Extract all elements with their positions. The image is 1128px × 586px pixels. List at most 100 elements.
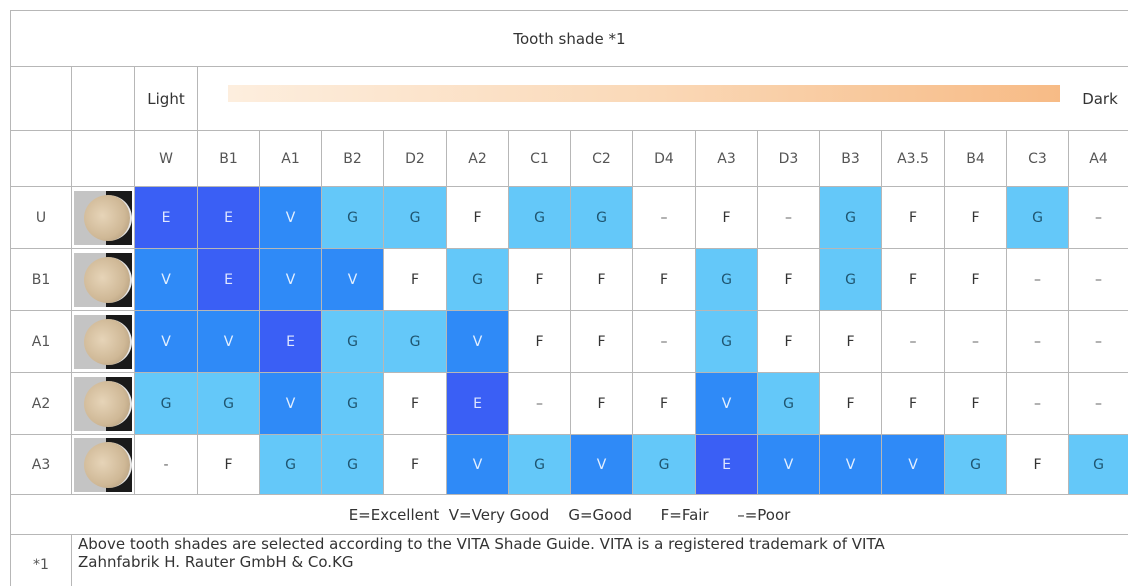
row-shade-label: A2	[11, 373, 72, 434]
rating-cell: –	[1069, 311, 1128, 372]
shade-column-header: A2	[447, 131, 509, 186]
corner-cell	[11, 131, 72, 186]
tooth-image	[84, 380, 132, 427]
shade-gradient-cell	[198, 67, 1072, 130]
shade-column-header: B1	[198, 131, 260, 186]
title-row: Tooth shade *1	[11, 11, 1128, 67]
rating-cell: F	[882, 249, 945, 310]
row-shade-label: A3	[11, 435, 72, 494]
rating-cell: F	[820, 311, 882, 372]
shade-column-header: B4	[945, 131, 1007, 186]
rating-cell: –	[945, 311, 1007, 372]
rating-cell: V	[260, 187, 322, 248]
shade-column-header: D2	[384, 131, 447, 186]
rating-cell: F	[882, 187, 945, 248]
rating-cell: –	[1069, 249, 1128, 310]
rating-cell: G	[945, 435, 1007, 494]
shade-column-header: D3	[758, 131, 820, 186]
rating-cell: –	[1007, 311, 1069, 372]
tooth-shade-swatch	[74, 314, 132, 369]
rating-cell: –	[1007, 373, 1069, 434]
rating-cell: F	[384, 435, 447, 494]
rating-cell: F	[696, 187, 758, 248]
rating-cell: V	[447, 311, 509, 372]
table-title: Tooth shade *1	[11, 11, 1128, 66]
rating-cell: G	[509, 187, 571, 248]
rating-cell: G	[322, 311, 384, 372]
rating-cell: G	[384, 311, 447, 372]
rating-cell: F	[384, 249, 447, 310]
rating-cell: -	[135, 435, 198, 494]
footnote-mark: *1	[11, 535, 72, 586]
rating-cell: –	[1069, 373, 1128, 434]
rating-cell: V	[758, 435, 820, 494]
rating-cell: G	[571, 187, 633, 248]
rating-cell: –	[1007, 249, 1069, 310]
tooth-image	[84, 318, 132, 365]
rating-cell: G	[1007, 187, 1069, 248]
rating-cell: G	[820, 187, 882, 248]
light-label: Light	[135, 67, 198, 130]
rating-cell: F	[509, 249, 571, 310]
shade-column-header: B2	[322, 131, 384, 186]
rating-cell: –	[509, 373, 571, 434]
tooth-shade-swatch	[74, 376, 132, 431]
tooth-image	[84, 256, 132, 303]
shade-column-header: B3	[820, 131, 882, 186]
shade-column-header: A4	[1069, 131, 1128, 186]
rating-cell: G	[384, 187, 447, 248]
tooth-shade-swatch	[74, 437, 132, 492]
rating-cell: F	[945, 373, 1007, 434]
tooth-shade-swatch	[74, 252, 132, 307]
rating-cell: G	[322, 373, 384, 434]
rating-cell: G	[1069, 435, 1128, 494]
rating-cell: F	[571, 373, 633, 434]
rating-cell: F	[1007, 435, 1069, 494]
rating-cell: F	[384, 373, 447, 434]
row-shade-label: U	[11, 187, 72, 248]
rating-cell: G	[198, 373, 260, 434]
rating-cell: E	[260, 311, 322, 372]
rating-cell: V	[820, 435, 882, 494]
rating-cell: –	[633, 187, 696, 248]
footnote-line-2: Zahnfabrik H. Rauter GmbH & Co.KG	[78, 553, 354, 571]
footnote-row: *1 Above tooth shades are selected accor…	[11, 535, 1128, 586]
rating-cell: F	[633, 373, 696, 434]
shade-column-header: D4	[633, 131, 696, 186]
rating-cell: –	[882, 311, 945, 372]
rating-cell: G	[696, 311, 758, 372]
rating-cell: G	[696, 249, 758, 310]
shade-column-header: C1	[509, 131, 571, 186]
light-to-dark-gradient	[228, 85, 1060, 102]
shade-column-header: A3.5	[882, 131, 945, 186]
rating-cell: E	[135, 187, 198, 248]
rating-cell: F	[820, 373, 882, 434]
rating-cell: V	[260, 249, 322, 310]
rating-cell: V	[260, 373, 322, 434]
shade-column-header: C3	[1007, 131, 1069, 186]
rating-cell: E	[198, 187, 260, 248]
rating-cell: F	[198, 435, 260, 494]
dark-label: Dark	[1072, 67, 1128, 130]
tooth-shade-swatch	[74, 190, 132, 245]
legend-text: E=Excellent V=Very Good G=Good F=Fair –=…	[11, 495, 1128, 534]
tooth-image	[84, 441, 132, 488]
rating-cell: F	[571, 249, 633, 310]
rating-cell: F	[758, 311, 820, 372]
rating-cell: G	[509, 435, 571, 494]
rating-cell: F	[509, 311, 571, 372]
rating-cell: F	[945, 187, 1007, 248]
rating-cell: F	[758, 249, 820, 310]
rating-cell: V	[135, 311, 198, 372]
footnote-line-1: Above tooth shades are selected accordin…	[78, 535, 885, 553]
rating-cell: G	[322, 187, 384, 248]
rating-cell: V	[696, 373, 758, 434]
rating-cell: E	[696, 435, 758, 494]
